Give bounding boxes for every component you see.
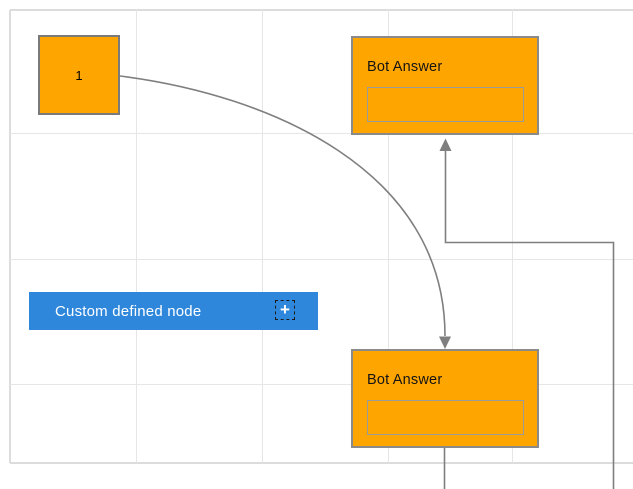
connector-orthogonal[interactable] [444, 151, 615, 489]
plus-glyph: + [280, 299, 290, 319]
bot-answer-input-field[interactable] [367, 87, 524, 122]
connector-curve[interactable] [119, 75, 446, 337]
node-bot-answer-bottom[interactable]: Bot Answer [351, 349, 539, 448]
node-title: Bot Answer [367, 59, 443, 75]
node-custom-label: Custom defined node [55, 302, 202, 320]
bot-answer-input-field[interactable] [367, 400, 524, 435]
arrowhead-up-icon [439, 138, 452, 151]
node-custom-defined[interactable]: Custom defined node + [29, 292, 318, 330]
node-start[interactable]: 1 [38, 35, 120, 115]
node-bot-answer-top[interactable]: Bot Answer [351, 36, 539, 135]
arrowhead-down-icon [439, 336, 451, 349]
plus-icon[interactable]: + [275, 300, 295, 320]
node-title: Bot Answer [367, 372, 443, 388]
node-start-label: 1 [75, 67, 83, 83]
